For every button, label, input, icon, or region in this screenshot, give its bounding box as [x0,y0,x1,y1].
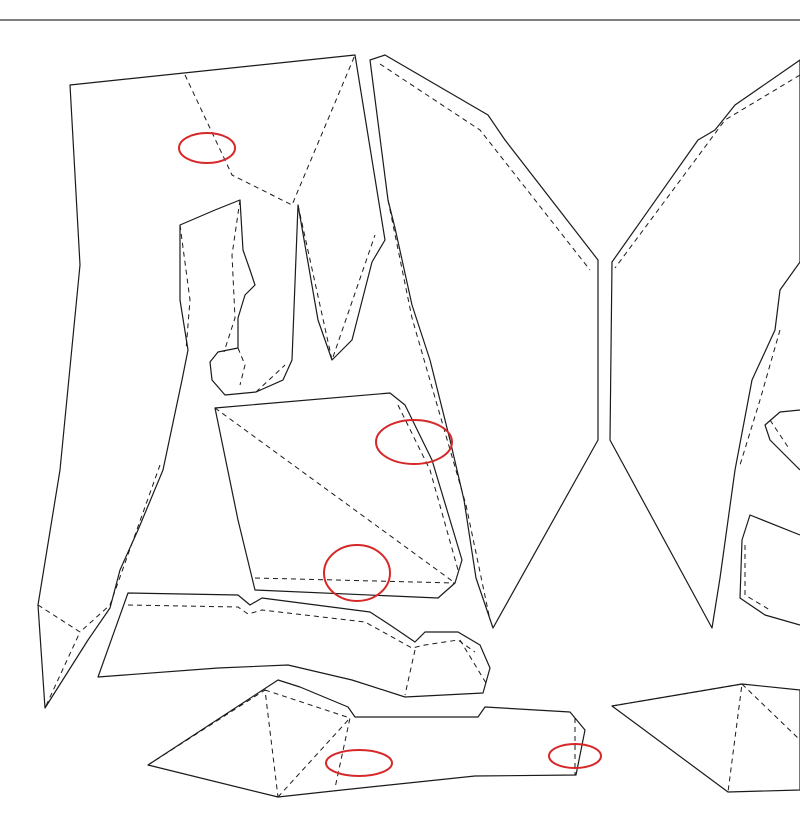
highlight-ellipse [325,749,393,777]
highlight-ellipse [548,743,602,769]
piece-wing-center [369,54,599,629]
piece-right-fragments [739,409,800,626]
piece-horizontal [97,592,491,698]
highlight-ellipse [375,419,453,465]
piece-wing-right [609,59,800,629]
highlight-ellipse [323,544,391,602]
piece-lower-pointed [147,679,586,798]
piece-lower-right [611,683,800,793]
highlight-marks [178,132,602,777]
highlight-ellipse [178,132,236,164]
piece-left-tall [37,54,386,709]
piece-quad [214,392,463,599]
